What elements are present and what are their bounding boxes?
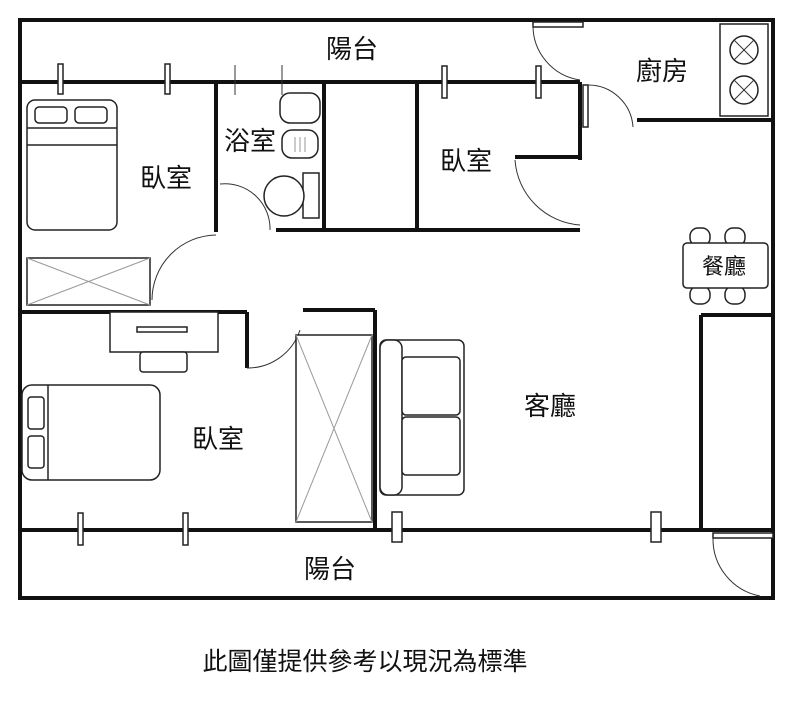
room-label-kitchen: 廚房 [636, 57, 688, 87]
room-label-bedroom-top-left: 臥室 [140, 164, 192, 194]
dining-table-icon [682, 227, 769, 305]
doors [151, 21, 774, 597]
room-label-balcony-top: 陽台 [326, 35, 378, 65]
disclaimer-text: 此圖僅提供參考以現況為標準 [202, 647, 527, 676]
bed-icon [21, 384, 161, 481]
furniture [21, 23, 769, 523]
room-label-bedroom-bottom-left: 臥室 [192, 425, 244, 455]
window-markers [57, 63, 662, 546]
room-label-balcony-bottom: 陽台 [304, 555, 356, 585]
sofa-icon [379, 339, 465, 496]
room-label-dining: 餐廳 [702, 255, 746, 280]
stove-icon [719, 23, 769, 117]
sink-icon [279, 92, 321, 159]
room-label-bedroom-top-middle: 臥室 [440, 147, 492, 177]
bed-icon [26, 99, 118, 231]
wardrobe-icon [295, 334, 373, 523]
toilet-icon [263, 172, 320, 219]
room-label-bathroom: 浴室 [224, 127, 276, 157]
room-label-living: 客廳 [524, 392, 576, 422]
cabinet-icon [26, 257, 151, 306]
desk-icon [109, 311, 219, 373]
